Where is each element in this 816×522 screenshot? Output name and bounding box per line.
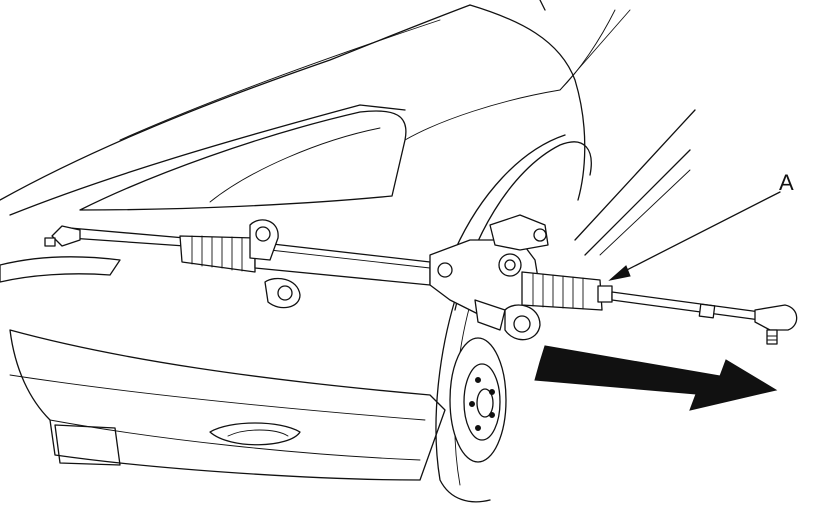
removal-direction-arrow bbox=[534, 345, 778, 411]
callout-a-arrowhead bbox=[608, 265, 631, 281]
right-boot bbox=[521, 271, 613, 311]
vehicle-body bbox=[0, 0, 696, 503]
fog-light bbox=[209, 422, 301, 446]
callout-a: A bbox=[608, 170, 794, 281]
left-tie-rod bbox=[69, 227, 186, 247]
callout-a-label: A bbox=[779, 170, 794, 195]
steering-rack-assembly bbox=[44, 214, 798, 345]
headlight bbox=[79, 110, 407, 211]
callout-a-leader bbox=[616, 191, 781, 276]
left-boot bbox=[179, 235, 256, 273]
left-tie-rod-end bbox=[51, 225, 81, 247]
right-tie-rod-end bbox=[754, 304, 798, 331]
front-bumper bbox=[9, 329, 446, 481]
brake-disc-hub bbox=[449, 337, 507, 463]
right-tie-rod bbox=[611, 291, 761, 321]
splash-shield bbox=[435, 299, 491, 503]
tow-hook-cover bbox=[54, 424, 121, 466]
